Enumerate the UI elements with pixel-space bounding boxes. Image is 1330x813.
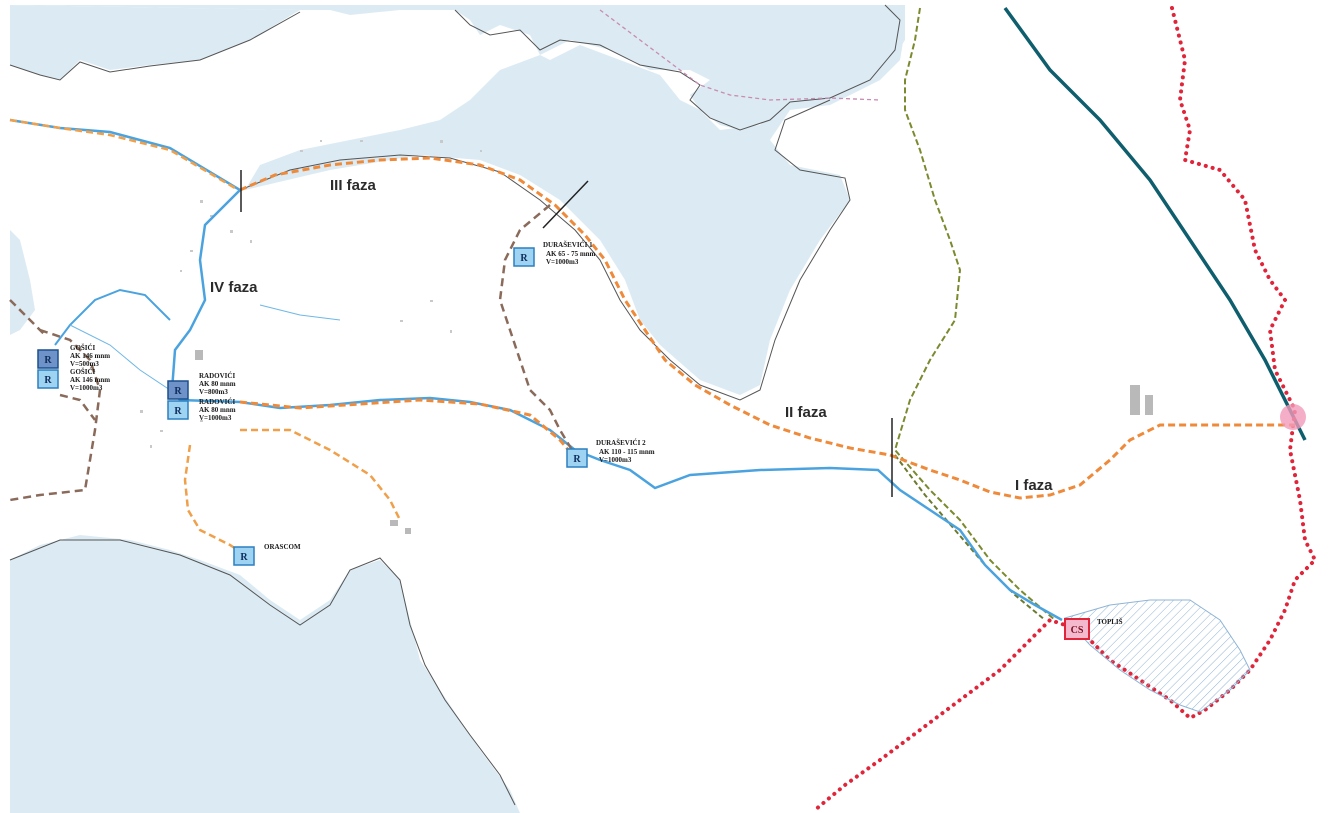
phase-label-i: I faza: [1015, 477, 1053, 494]
sewer-orange-branches: [9, 118, 402, 557]
reservoir-durasevici-1-volume: V=1000m3: [546, 258, 579, 266]
reservoir-radovici-2[interactable]: R: [167, 400, 189, 420]
sea-bottom-left: [10, 535, 520, 813]
settlement-texture: [140, 140, 1153, 534]
junction-point: [1280, 404, 1306, 430]
reservoir-gosici-1[interactable]: R: [37, 349, 59, 369]
reservoir-letter: R: [44, 355, 52, 366]
reservoir-gosici-2[interactable]: R: [37, 369, 59, 389]
reservoir-orascom[interactable]: R: [233, 546, 255, 566]
sewer-orange-lines: [239, 156, 1295, 500]
reservoir-durasevici-2-spec: AK 110 - 115 mnm: [599, 448, 655, 456]
reservoir-radovici-1-volume: V=800m3: [199, 388, 228, 396]
reservoir-gosici-2-volume: V=1000m3: [70, 384, 103, 392]
phase-dividers: [240, 170, 893, 497]
reservoir-radovici-2-name: RADOVIĆI: [199, 398, 235, 406]
reservoir-gosici-2-name: GOŠIĆI: [70, 368, 96, 376]
reservoir-letter: R: [44, 375, 52, 386]
reservoir-gosici-2-spec: AK 146 mnm: [70, 376, 110, 384]
phase-label-iv: IV faza: [210, 279, 258, 296]
pump-station-letter: CS: [1071, 625, 1084, 636]
toplis-label: TOPLIŠ: [1097, 618, 1123, 626]
reservoir-letter: R: [174, 406, 182, 417]
reservoir-durasevici-2-name: DURAŠEVIĆI 2: [596, 439, 646, 447]
olive-dashed-line-2: [894, 454, 1046, 621]
reservoir-durasevici-1-spec: AK 65 - 75 mnm: [546, 250, 596, 258]
reservoir-durasevici-1[interactable]: R: [513, 247, 535, 267]
reservoir-durasevici-2[interactable]: R: [566, 448, 588, 468]
teal-boundary-line: [1003, 6, 1307, 441]
sea-top-left: [10, 5, 300, 80]
reservoir-radovici-1[interactable]: R: [167, 380, 189, 400]
reservoir-radovici-2-volume: V=1000m3: [199, 414, 232, 422]
reservoir-durasevici-1-name: DURAŠEVIĆI 1: [543, 241, 593, 249]
coastlines: [9, 4, 901, 806]
reservoir-letter: R: [240, 552, 248, 563]
reservoir-letter: R: [520, 253, 528, 264]
reservoir-orascom-name: ORASCOM: [264, 543, 301, 551]
toplis-hatched-area: [1064, 599, 1251, 713]
red-dotted-boundary: [813, 6, 1318, 812]
water-branch-thin: [69, 324, 171, 391]
brown-dashed-lines: [9, 204, 577, 502]
reservoir-gosici-1-volume: V=500m3: [70, 360, 99, 368]
phase-label-ii: II faza: [785, 404, 827, 421]
olive-dashed-line: [893, 7, 1056, 621]
reservoir-letter: R: [573, 454, 581, 465]
reservoir-letter: R: [174, 386, 182, 397]
reservoir-gosici-1-spec: AK 146 mnm: [70, 352, 110, 360]
reservoir-radovici-1-spec: AK 80 mnm: [199, 380, 236, 388]
bay-middle: [245, 5, 905, 395]
pump-station-cs[interactable]: CS: [1064, 618, 1090, 640]
reservoir-radovici-1-name: RADOVIĆI: [199, 372, 235, 380]
reservoir-gosici-1-name: GOŠIĆI: [70, 344, 96, 352]
water-main-pipeline: [9, 118, 1063, 622]
reservoir-radovici-2-spec: AK 80 mnm: [199, 406, 236, 414]
reservoir-durasevici-2-volume: V=1000m3: [599, 456, 632, 464]
phase-label-iii: III faza: [330, 177, 377, 194]
water-branch-gosici: [54, 288, 171, 346]
pink-dashed-line: [599, 9, 881, 101]
sea-top: [10, 5, 905, 130]
sea-left-edge: [10, 230, 35, 335]
water-branch-inland: [259, 304, 341, 321]
